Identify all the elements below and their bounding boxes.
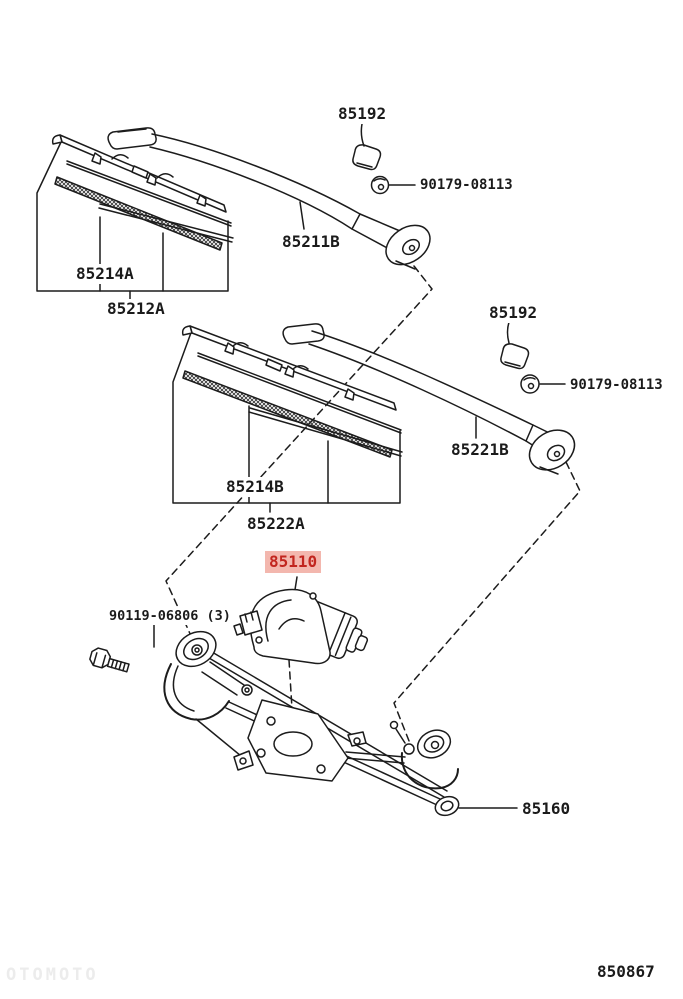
upper-pivot-nut-drawing (370, 175, 416, 195)
lower-blade-assembly-drawing (172, 325, 403, 513)
upper-wiper-arm-drawing (107, 127, 431, 270)
motor-bolt-drawing (89, 624, 155, 673)
part-label-wiper-link: 85160 (520, 799, 573, 819)
part-label-blade-assy-lower: 85222A (245, 514, 307, 534)
part-label-cap-upper: 85192 (336, 104, 389, 124)
part-label-wiper-arm-lower: 85221B (449, 440, 511, 460)
part-label-pivot-nut-upper: 90179-08113 (418, 177, 515, 195)
part-label-motor-bolt: 90119-06806 (3) (107, 608, 233, 625)
part-label-wiper-motor[interactable]: 85110 (265, 551, 322, 573)
part-label-blade-insert-lower: 85214B (224, 477, 286, 497)
lower-pivot-cap-drawing (500, 321, 530, 370)
watermark: OTOMOTO (6, 965, 99, 985)
lower-pivot-nut-drawing (520, 374, 566, 394)
part-label-blade-insert-upper: 85214A (74, 264, 136, 284)
part-label-cap-lower: 85192 (487, 303, 540, 323)
lower-arm-to-link-dashed-line (393, 461, 581, 752)
part-label-pivot-nut-lower: 90179-08113 (568, 377, 665, 395)
wiper-link-drawing (163, 630, 518, 817)
upper-blade-assembly-drawing (36, 134, 234, 301)
upper-pivot-cap-drawing (352, 123, 382, 171)
part-label-wiper-arm-upper: 85211B (280, 232, 342, 252)
lower-wiper-arm-drawing (282, 323, 576, 475)
wiper-motor-drawing (233, 576, 369, 742)
part-label-blade-assy-upper: 85212A (105, 299, 167, 319)
leader-85211B (299, 201, 305, 230)
figure-number: 850867 (597, 962, 655, 981)
